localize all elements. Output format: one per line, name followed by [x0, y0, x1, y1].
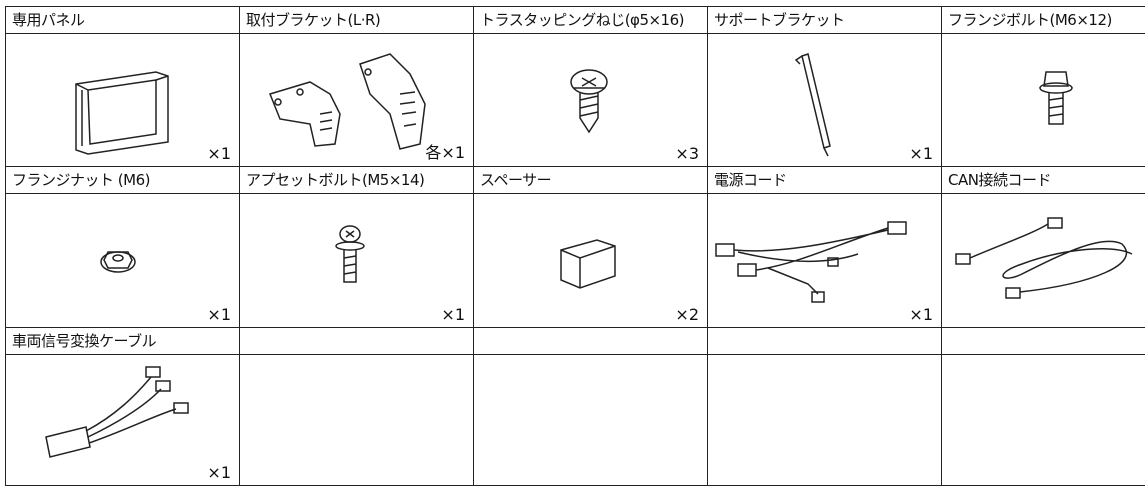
- empty-cell: [941, 354, 1145, 486]
- part-qty: ×1: [441, 305, 465, 324]
- part-qty: ×1: [1143, 144, 1145, 163]
- part-name: 車両信号変換ケーブル: [5, 327, 240, 355]
- part-name: フランジボルト(M6×12): [941, 6, 1145, 34]
- part-cell: ×1: [707, 33, 942, 167]
- part-qty: ×1: [207, 305, 231, 324]
- part-cell: ×2: [473, 193, 708, 328]
- part-qty: ×1: [207, 463, 231, 482]
- part-name: フランジナット (M6): [5, 166, 240, 194]
- part-name: 取付ブラケット(L·R): [239, 6, 474, 34]
- part-cell: ×1: [239, 193, 474, 328]
- part-cell: ×1: [5, 33, 240, 167]
- empty-cell: [707, 327, 942, 355]
- upset-bolt-icon: [335, 225, 365, 283]
- part-name: スペーサー: [473, 166, 708, 194]
- empty-cell: [707, 354, 942, 486]
- support-bracket-icon: [794, 53, 831, 157]
- part-name: CAN接続コード: [941, 166, 1145, 194]
- part-qty: ×1: [207, 144, 231, 163]
- power-cord-icon: [715, 221, 907, 303]
- panel-icon: [75, 71, 169, 155]
- part-qty: 各×1: [425, 143, 465, 162]
- part-qty: ×2: [675, 305, 699, 324]
- part-name: トラスタッピングねじ(φ5×16): [473, 6, 708, 34]
- part-name: 電源コード: [707, 166, 942, 194]
- part-cell: ×1: [5, 193, 240, 328]
- flange-bolt-icon: [1039, 71, 1073, 125]
- empty-cell: [239, 354, 474, 486]
- part-qty: ×1: [909, 305, 933, 324]
- part-cell: ×1: [941, 193, 1145, 328]
- empty-cell: [473, 327, 708, 355]
- bracket-icon: [268, 53, 426, 150]
- empty-cell: [239, 327, 474, 355]
- empty-cell: [941, 327, 1145, 355]
- part-qty: ×3: [675, 144, 699, 163]
- part-name: サポートブラケット: [707, 6, 942, 34]
- signal-cable-icon: [45, 366, 189, 458]
- part-cell: ×1: [5, 354, 240, 486]
- part-cell: ×3: [473, 33, 708, 167]
- part-cell: 各×1: [239, 33, 474, 167]
- part-name: アプセットボルト(M5×14): [239, 166, 474, 194]
- spacer-icon: [560, 239, 616, 289]
- parts-table: 専用パネル 取付ブラケット(L·R) トラスタッピングねじ(φ5×16) サポー…: [5, 6, 1145, 486]
- part-cell: ×1: [707, 193, 942, 328]
- part-cell: ×1: [941, 33, 1145, 167]
- flange-nut-icon: [100, 251, 136, 273]
- empty-cell: [473, 354, 708, 486]
- screw-icon: [570, 69, 608, 134]
- part-name: 専用パネル: [5, 6, 240, 34]
- part-qty: ×1: [909, 144, 933, 163]
- can-cord-icon: [955, 217, 1133, 299]
- part-qty: ×1: [1143, 305, 1145, 324]
